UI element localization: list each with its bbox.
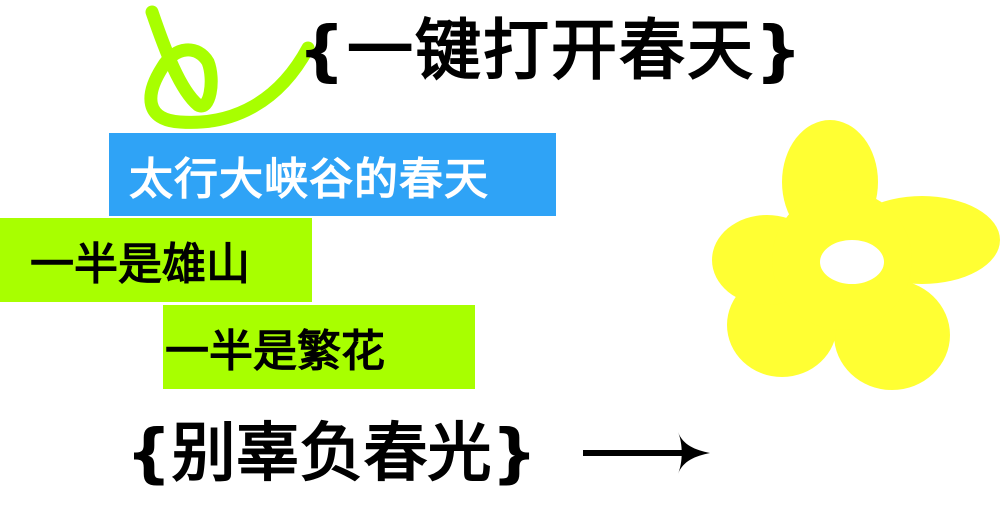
arrow-right-icon xyxy=(583,432,710,474)
line-mountains: 一半是雄山 xyxy=(0,218,312,302)
closing-slogan: {别辜负春光} xyxy=(126,417,538,491)
line-flowers: 一半是繁花 xyxy=(163,305,475,389)
yellow-flower-icon xyxy=(712,120,1000,390)
headline: {一键打开春天} xyxy=(298,12,804,89)
subtitle-banner: 太行大峡谷的春天 xyxy=(109,133,556,216)
green-swirl-icon xyxy=(144,5,315,129)
